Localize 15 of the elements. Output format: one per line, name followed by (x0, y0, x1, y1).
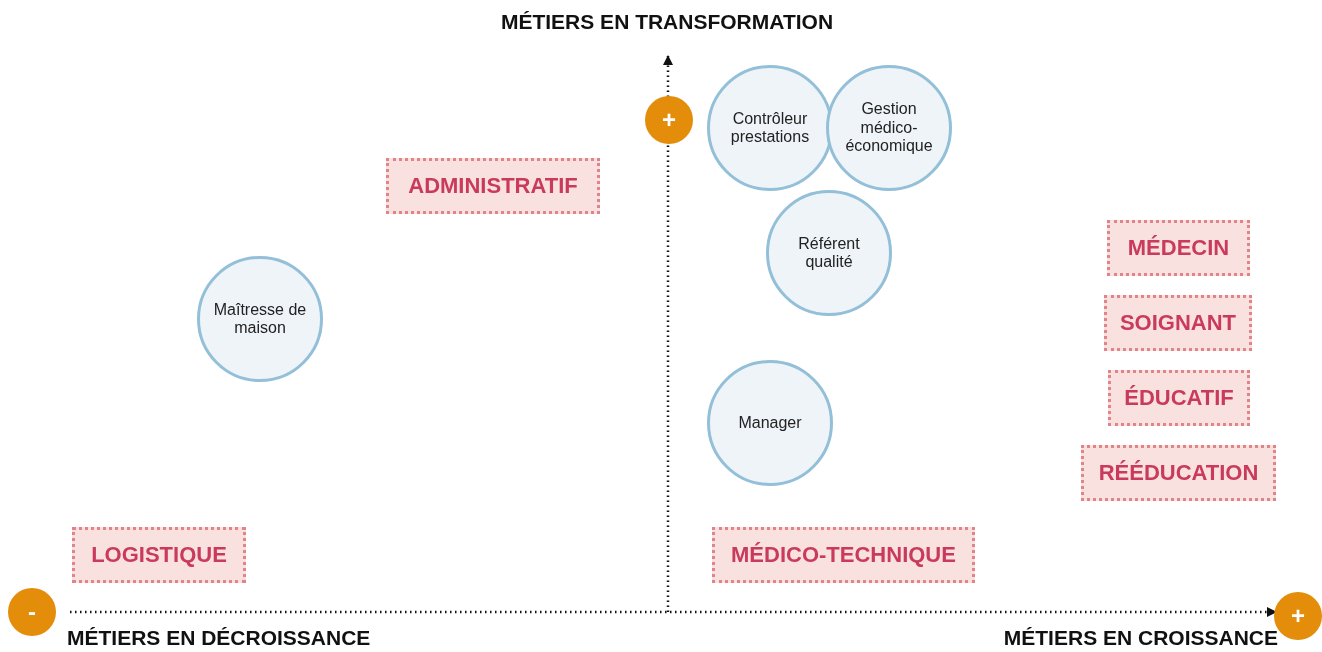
category-tag: SOIGNANT (1104, 295, 1252, 351)
category-tag: LOGISTIQUE (72, 527, 246, 583)
role-bubble: Maîtresse de maison (197, 256, 323, 382)
axis-end-badge: + (645, 96, 693, 144)
category-tag: RÉÉDUCATION (1081, 445, 1276, 501)
role-bubble: Gestion médico-économique (826, 65, 952, 191)
axis-title: MÉTIERS EN DÉCROISSANCE (67, 626, 371, 650)
role-bubble: Référent qualité (766, 190, 892, 316)
role-bubble: Manager (707, 360, 833, 486)
category-tag: ADMINISTRATIF (386, 158, 600, 214)
axis-title: MÉTIERS EN TRANSFORMATION (500, 10, 834, 34)
axis-end-badge: - (8, 588, 56, 636)
category-tag: MÉDICO-TECHNIQUE (712, 527, 975, 583)
category-tag: ÉDUCATIF (1108, 370, 1250, 426)
category-tag: MÉDECIN (1107, 220, 1250, 276)
